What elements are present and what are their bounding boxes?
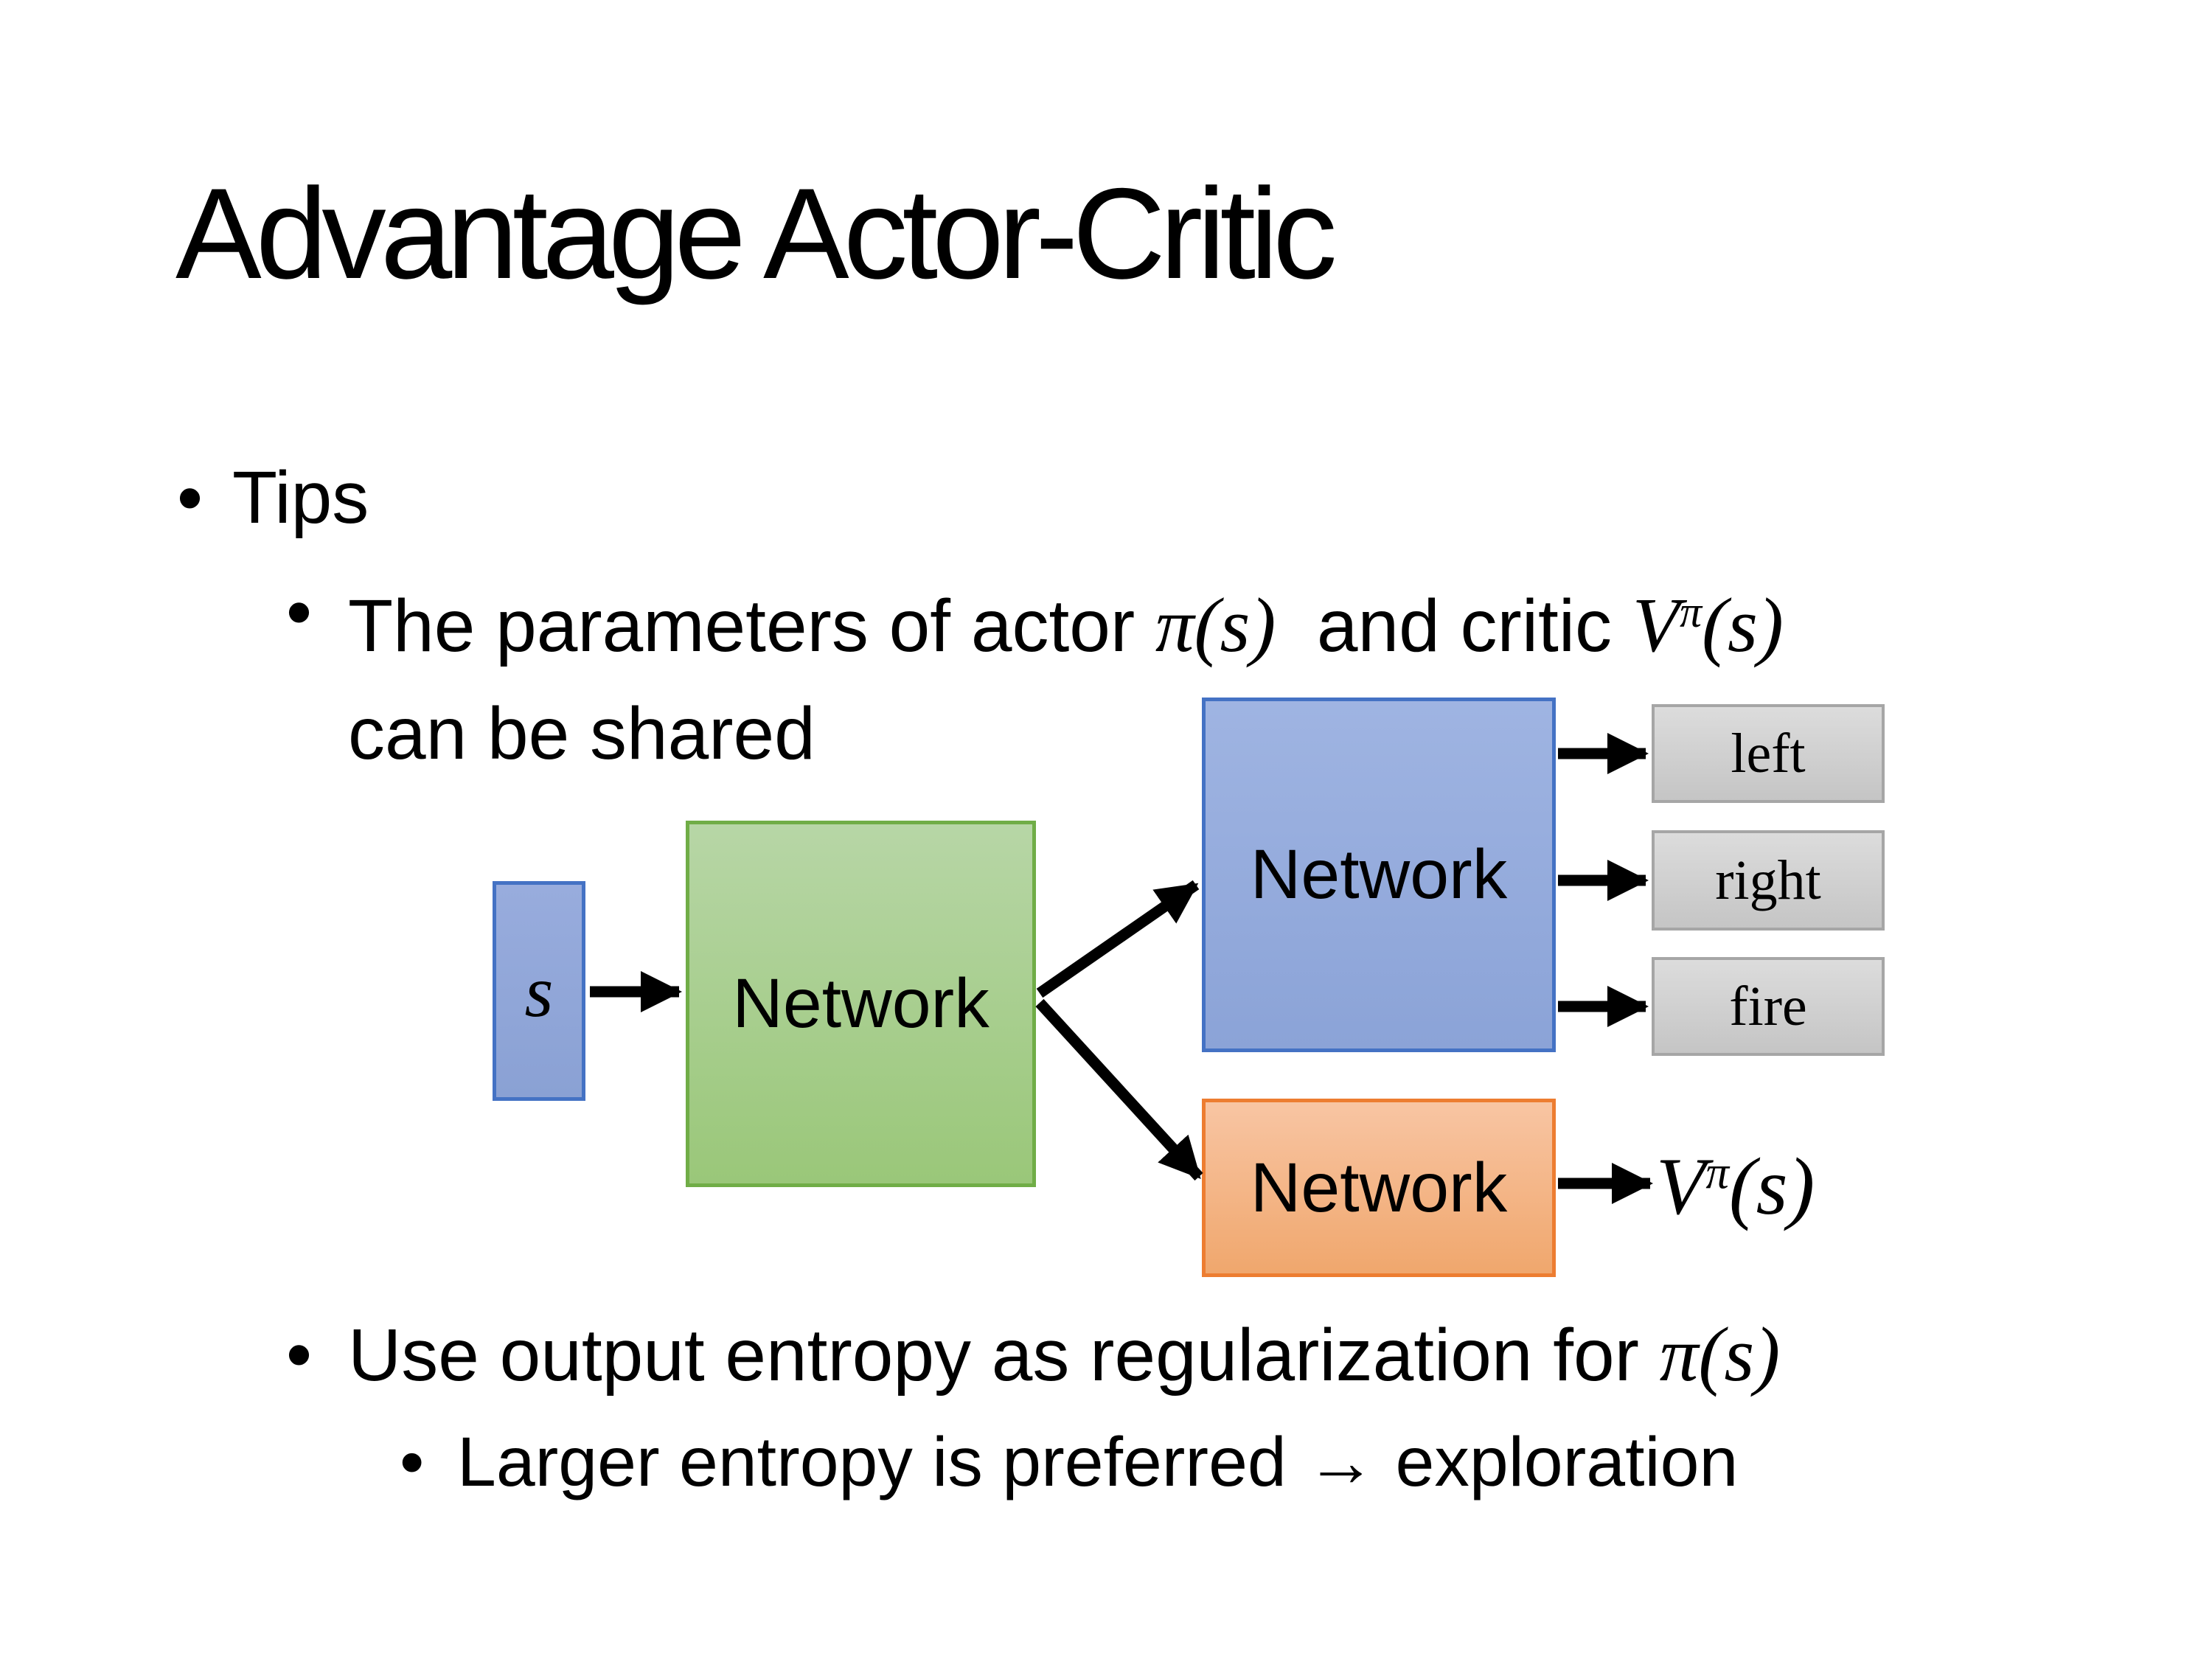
state-input-box: s [493, 881, 585, 1101]
entropy-pi-s-math: π(s) [1659, 1311, 1781, 1397]
action-fire-box: fire [1652, 957, 1885, 1056]
larger-entropy-text: Larger entropy is preferred → exploratio… [457, 1423, 1739, 1501]
shared-parameters-line1: The parameters of actor π(s) and critic … [348, 558, 1784, 680]
bullet-dot-icon: • [286, 1313, 313, 1396]
shared-parameters-text: The parameters of actor π(s) and critic … [348, 558, 1784, 787]
shared-network-label: Network [732, 964, 990, 1043]
entropy-text: Use output entropy as regularization for… [348, 1301, 1780, 1409]
critic-network-label: Network [1250, 1148, 1508, 1227]
tips-text: Tips [232, 456, 369, 539]
bullet-dot-icon: • [286, 571, 313, 653]
action-right-box: right [1652, 830, 1885, 931]
actor-network-label: Network [1250, 835, 1508, 914]
bullet-row-entropy: • Use output entropy as regularization f… [286, 1301, 1780, 1409]
actor-network-box: Network [1202, 698, 1556, 1052]
bullet-row-shared-parameters: • The parameters of actor π(s) and criti… [286, 558, 1784, 787]
shared-mid-text: and critic [1276, 585, 1632, 667]
action-left-label: left [1731, 722, 1806, 785]
critic-sup-pi-math: π [1679, 588, 1703, 636]
critic-V-math: V [1632, 582, 1680, 668]
critic-paren-s-math: (s) [1702, 582, 1784, 668]
bullet-dot-icon: • [400, 1423, 425, 1501]
arrow-shared-to-actor-icon [1036, 880, 1200, 998]
bullet-dot-icon: • [177, 456, 204, 539]
shared-parameters-line2: can be shared [348, 692, 815, 775]
bullet-row-larger-entropy: • Larger entropy is preferred → explorat… [400, 1418, 1738, 1506]
value-output-label: Vπ(s) [1656, 1140, 1815, 1234]
actor-pi-s-math: π(s) [1155, 582, 1276, 668]
action-left-box: left [1652, 704, 1885, 803]
value-sup-pi-math: π [1705, 1147, 1729, 1199]
shared-network-box: Network [686, 821, 1036, 1187]
bullet-row-tips: • Tips [177, 453, 369, 542]
slide-title: Advantage Actor-Critic [175, 162, 1338, 306]
action-right-label: right [1715, 849, 1821, 911]
value-paren-s-math: (s) [1728, 1141, 1815, 1231]
entropy-pre-text: Use output entropy as regularization for [348, 1314, 1660, 1397]
arrow-shared-to-critic-icon [1035, 998, 1203, 1181]
shared-pre-text: The parameters of actor [348, 585, 1155, 667]
critic-network-box: Network [1202, 1099, 1556, 1277]
value-V-math: V [1656, 1141, 1706, 1231]
action-fire-label: fire [1729, 975, 1807, 1037]
state-label: s [524, 950, 554, 1032]
